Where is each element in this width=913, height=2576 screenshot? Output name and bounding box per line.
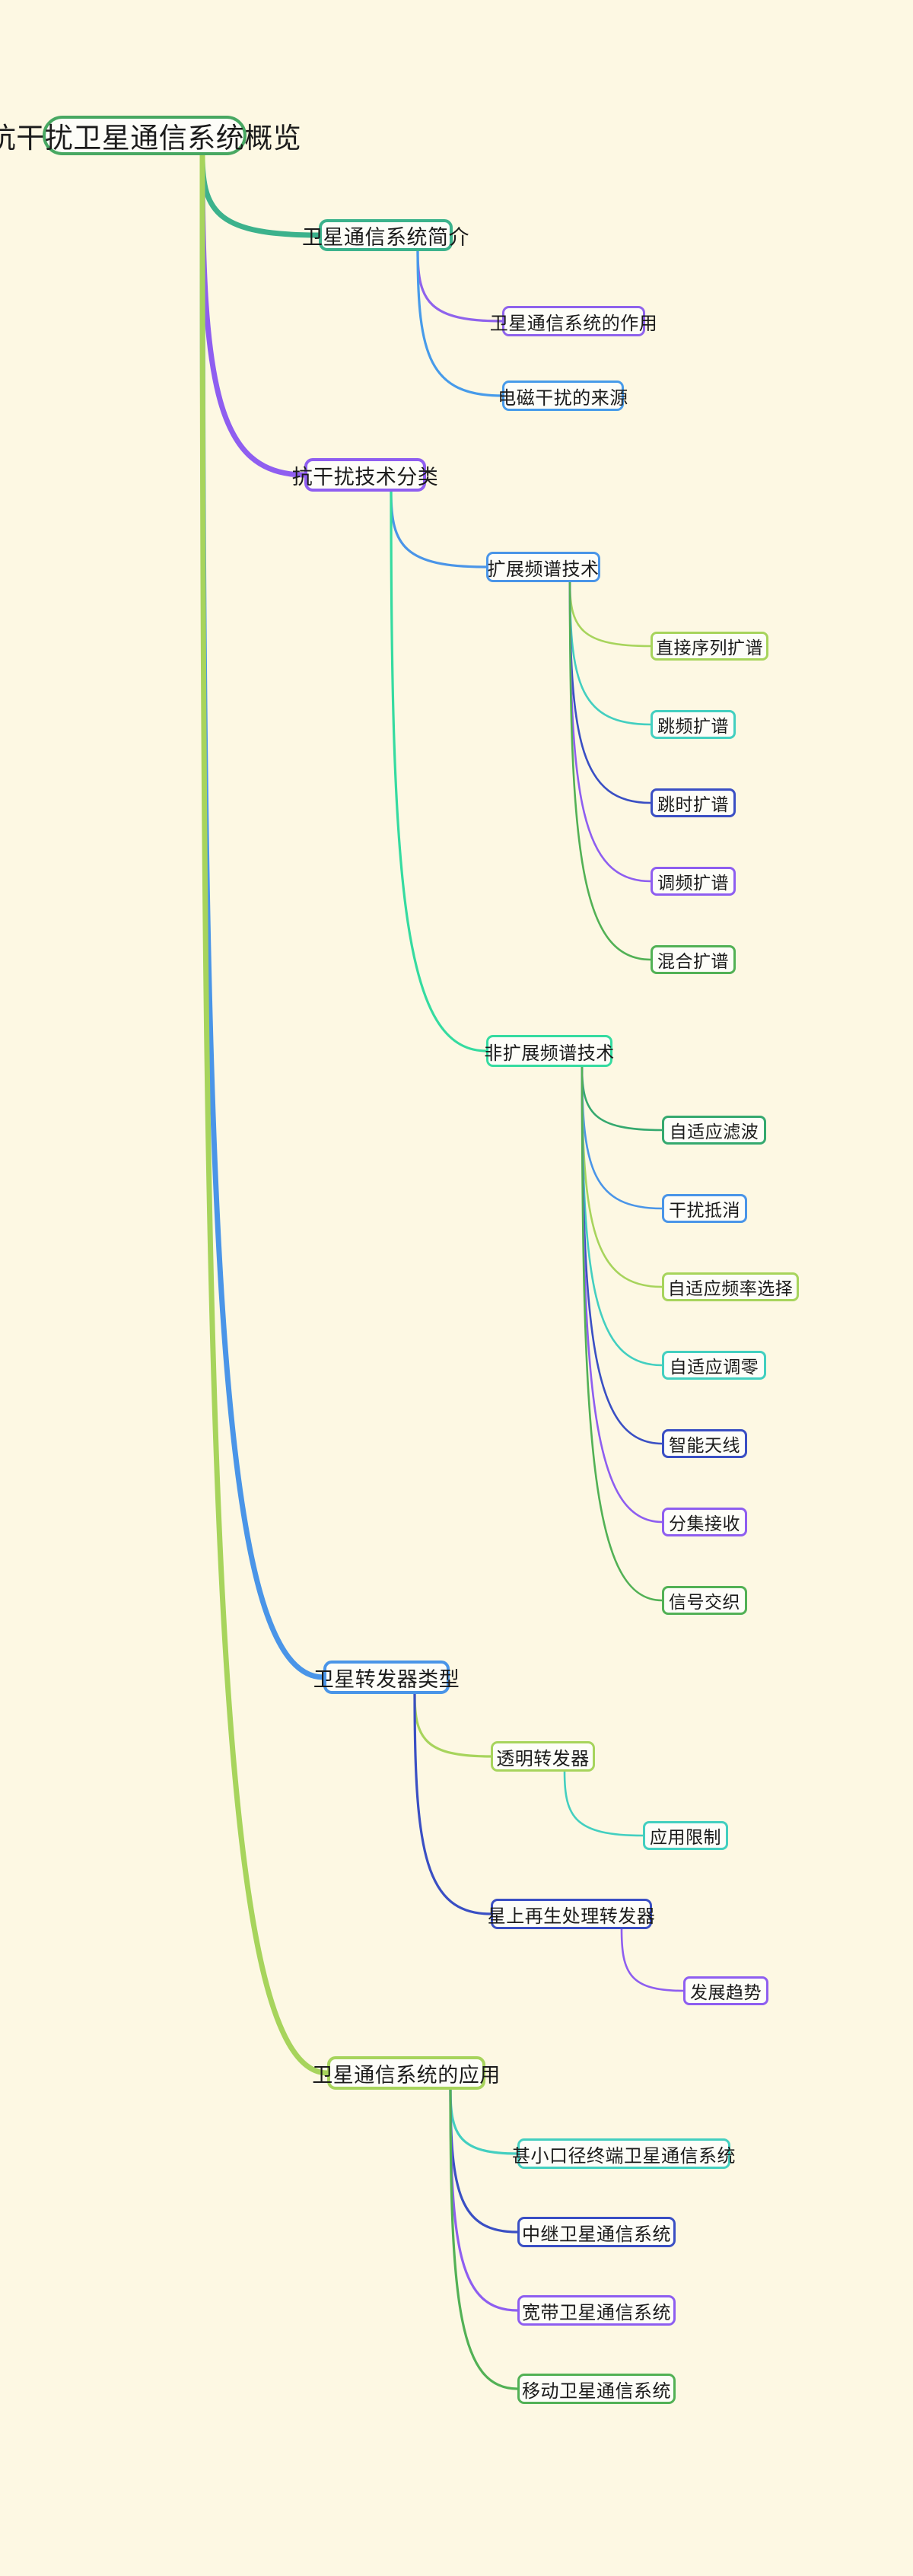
child-node-0-0[interactable]: 卫星通信系统的作用 (490, 306, 657, 336)
node-label: 智能天线 (669, 1436, 740, 1455)
connector (449, 2088, 519, 2390)
leaf-node-1-1-4[interactable]: 智能天线 (662, 1429, 747, 1458)
leaf-node-1-0-3[interactable]: 调频扩谱 (651, 867, 736, 896)
leaf-node-1-0-4[interactable]: 混合扩谱 (651, 945, 736, 974)
leaf-node-1-1-5[interactable]: 分集接收 (662, 1508, 747, 1536)
connector (449, 2088, 519, 2312)
node-label: 中继卫星通信系统 (522, 2224, 671, 2245)
connector (390, 490, 488, 1052)
connector (568, 581, 652, 883)
node-label: 星上再生处理转发器 (487, 1906, 656, 1927)
root-node[interactable]: 抗干扰卫星通信系统概览 (0, 116, 301, 155)
node-label: 非扩展频谱技术 (484, 1043, 615, 1064)
branch-node-2[interactable]: 卫星转发器类型 (313, 1661, 460, 1694)
connector (581, 1065, 663, 1288)
node-label: 扩展频谱技术 (487, 559, 600, 580)
node-label: 透明转发器 (496, 1749, 590, 1769)
leaf-node-1-0-0[interactable]: 直接序列扩谱 (651, 632, 768, 661)
branch-node-0[interactable]: 卫星通信系统简介 (302, 219, 469, 251)
node-label: 信号交织 (669, 1593, 740, 1612)
connector (581, 1065, 663, 1602)
node-label: 卫星通信系统的作用 (489, 314, 658, 334)
connector (581, 1065, 663, 1210)
connector (199, 152, 326, 1680)
node-label: 应用限制 (650, 1828, 721, 1847)
child-node-2-0[interactable]: 透明转发器 (491, 1741, 595, 1772)
leaf-node-2-1-0[interactable]: 发展趋势 (683, 1976, 768, 2005)
node-label: 干扰抵消 (669, 1201, 740, 1220)
node-label: 甚小口径终端卫星通信系统 (512, 2146, 736, 2167)
node-label: 移动卫星通信系统 (522, 2381, 671, 2402)
leaf-node-1-0-2[interactable]: 跳时扩谱 (651, 788, 736, 817)
node-label: 发展趋势 (690, 1983, 762, 2002)
node-label: 抗干扰技术分类 (291, 465, 439, 489)
connector (568, 581, 652, 648)
node-label: 调频扩谱 (657, 874, 729, 893)
leaf-node-1-1-2[interactable]: 自适应频率选择 (662, 1272, 799, 1301)
child-node-3-3[interactable]: 移动卫星通信系统 (517, 2374, 676, 2404)
child-node-1-1[interactable]: 非扩展频谱技术 (484, 1035, 615, 1067)
node-label: 自适应调零 (669, 1358, 759, 1377)
leaf-node-1-1-0[interactable]: 自适应滤波 (662, 1116, 766, 1145)
leaf-node-2-0-0[interactable]: 应用限制 (643, 1821, 728, 1850)
node-label: 卫星通信系统的应用 (312, 2063, 501, 2087)
child-node-2-1[interactable]: 星上再生处理转发器 (488, 1899, 655, 1929)
connector (449, 2088, 519, 2155)
connector (568, 581, 652, 961)
node-label: 宽带卫星通信系统 (522, 2303, 671, 2323)
connector (620, 1928, 685, 1992)
leaf-node-1-1-1[interactable]: 干扰抵消 (662, 1194, 747, 1223)
node-label: 卫星转发器类型 (313, 1667, 460, 1691)
branch-node-1[interactable]: 抗干扰技术分类 (292, 458, 438, 492)
connector (199, 152, 307, 478)
node-label: 跳时扩谱 (657, 795, 729, 814)
connector (413, 1692, 492, 1915)
child-node-0-1[interactable]: 电磁干扰的来源 (498, 381, 628, 411)
node-label: 跳频扩谱 (657, 717, 729, 736)
connector (581, 1065, 663, 1367)
connector (449, 2088, 519, 2234)
node-label: 抗干扰卫星通信系统概览 (0, 123, 302, 154)
child-node-1-0[interactable]: 扩展频谱技术 (486, 552, 600, 582)
leaf-node-1-1-3[interactable]: 自适应调零 (662, 1351, 766, 1380)
connector (581, 1065, 663, 1132)
child-node-3-0[interactable]: 甚小口径终端卫星通信系统 (512, 2138, 736, 2169)
branch-node-3[interactable]: 卫星通信系统的应用 (312, 2056, 500, 2090)
connector (199, 152, 330, 2076)
connector (563, 1770, 644, 1837)
leaf-node-1-0-1[interactable]: 跳频扩谱 (651, 710, 736, 739)
connector (568, 581, 652, 726)
connector (581, 1065, 663, 1524)
node-label: 自适应频率选择 (667, 1279, 794, 1298)
node-label: 电磁干扰的来源 (498, 388, 628, 409)
child-node-3-2[interactable]: 宽带卫星通信系统 (517, 2295, 676, 2326)
node-label: 混合扩谱 (657, 952, 729, 971)
connector (413, 1692, 492, 1758)
node-label: 直接序列扩谱 (656, 638, 763, 658)
node-label: 自适应滤波 (669, 1122, 759, 1142)
child-node-3-1[interactable]: 中继卫星通信系统 (517, 2217, 676, 2247)
node-label: 分集接收 (669, 1514, 740, 1533)
connector (390, 490, 488, 568)
leaf-node-1-1-6[interactable]: 信号交织 (662, 1586, 747, 1615)
node-label: 卫星通信系统简介 (302, 225, 469, 249)
connector (568, 581, 652, 804)
connector (581, 1065, 663, 1445)
